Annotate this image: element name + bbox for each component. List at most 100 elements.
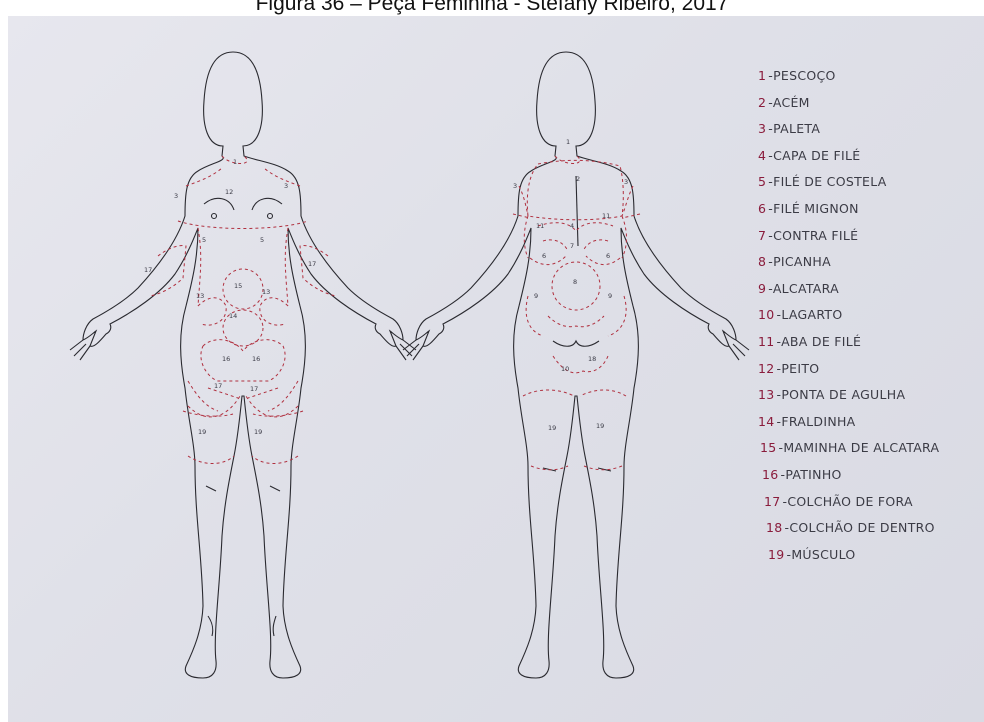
legend-number: 11	[758, 334, 775, 349]
front-label: 12	[225, 188, 233, 196]
back-label: 4	[570, 222, 574, 230]
front-label: 19	[198, 428, 206, 436]
legend-label: PEITO	[781, 361, 819, 376]
back-label: 6	[606, 252, 610, 260]
legend-label: LAGARTO	[781, 307, 842, 322]
legend-label: PESCOÇO	[773, 68, 836, 83]
legend-label: COLCHÃO DE FORA	[787, 494, 913, 509]
legend-number: 3	[758, 121, 766, 136]
legend-item: 6-FILÉ MIGNON	[758, 201, 859, 216]
legend-number: 18	[766, 520, 783, 535]
legend-item: 17-COLCHÃO DE FORA	[764, 494, 913, 509]
legend-number: 8	[758, 254, 766, 269]
legend-item: 9-ALCATARA	[758, 281, 839, 296]
front-label: 3	[284, 182, 288, 190]
front-label: 14	[229, 312, 237, 320]
back-label: 19	[548, 424, 556, 432]
legend-label: ABA DE FILÉ	[781, 334, 861, 349]
back-label: 9	[534, 292, 538, 300]
legend-number: 14	[758, 414, 775, 429]
legend-number: 16	[762, 467, 779, 482]
legend-label: PATINHO	[785, 467, 841, 482]
front-outline	[83, 52, 403, 678]
front-cut-lines	[150, 156, 336, 464]
front-figure	[70, 52, 416, 678]
legend-item: 5-FILÉ DE COSTELA	[758, 174, 887, 189]
legend-label: FILÉ MIGNON	[773, 201, 859, 216]
legend-number: 19	[768, 547, 785, 562]
front-label: 5	[202, 236, 206, 244]
front-label: 3	[174, 192, 178, 200]
front-label: 17	[144, 266, 152, 274]
legend-item: 19-MÚSCULO	[768, 547, 856, 562]
legend-item: 3-PALETA	[758, 121, 820, 136]
legend-number: 15	[760, 440, 777, 455]
legend-number: 7	[758, 228, 766, 243]
back-labels: 1 3 2 3 11 4 11 6 6 7 9 8 9 10 18 19 19	[513, 138, 628, 432]
back-label: 9	[608, 292, 612, 300]
legend-item: 16-PATINHO	[762, 467, 842, 482]
front-label: 15	[234, 282, 242, 290]
legend-label: FRALDINHA	[781, 414, 855, 429]
legend-item: 8-PICANHA	[758, 254, 831, 269]
back-label: 18	[588, 355, 596, 363]
body-figures: 1 3 3 12 5 5 17 17 15 13 13 14 16 16 17 …	[8, 16, 984, 722]
legend-number: 9	[758, 281, 766, 296]
back-label: 3	[513, 182, 517, 190]
legend-number: 17	[764, 494, 781, 509]
legend-number: 1	[758, 68, 766, 83]
back-label: 8	[573, 278, 577, 286]
legend-number: 12	[758, 361, 775, 376]
legend-item: 18-COLCHÃO DE DENTRO	[766, 520, 935, 535]
front-label: 19	[254, 428, 262, 436]
front-label: 16	[252, 355, 260, 363]
legend-label: ALCATARA	[773, 281, 839, 296]
legend-item: 13-PONTA DE AGULHA	[758, 387, 905, 402]
legend-number: 10	[758, 307, 775, 322]
legend-item: 11-ABA DE FILÉ	[758, 334, 861, 349]
legend-label: CAPA DE FILÉ	[773, 148, 860, 163]
legend-item: 15-MAMINHA DE ALCATARA	[760, 440, 939, 455]
drawing-sheet: 1 3 3 12 5 5 17 17 15 13 13 14 16 16 17 …	[8, 16, 984, 722]
back-label: 10	[561, 365, 569, 373]
front-labels: 1 3 3 12 5 5 17 17 15 13 13 14 16 16 17 …	[144, 158, 316, 436]
legend-item: 7-CONTRA FILÉ	[758, 228, 858, 243]
legend-label: MÚSCULO	[791, 547, 855, 562]
back-label: 1	[566, 138, 570, 146]
front-label: 13	[196, 292, 204, 300]
legend-label: FILÉ DE COSTELA	[773, 174, 887, 189]
legend-item: 4-CAPA DE FILÉ	[758, 148, 860, 163]
back-label: 6	[542, 252, 546, 260]
legend-label: COLCHÃO DE DENTRO	[789, 520, 934, 535]
back-outline	[416, 52, 736, 678]
back-label: 7	[570, 242, 574, 250]
back-label: 19	[596, 422, 604, 430]
legend-item: 1-PESCOÇO	[758, 68, 836, 83]
legend-label: MAMINHA DE ALCATARA	[783, 440, 939, 455]
legend-item: 12-PEITO	[758, 361, 819, 376]
legend-number: 13	[758, 387, 775, 402]
front-label: 13	[262, 288, 270, 296]
front-label: 17	[250, 385, 258, 393]
back-label: 3	[624, 178, 628, 186]
legend-label: PALETA	[773, 121, 820, 136]
legend-number: 2	[758, 95, 766, 110]
legend-label: ACÉM	[773, 95, 810, 110]
front-label: 5	[260, 236, 264, 244]
back-label: 2	[576, 175, 580, 183]
figure-caption: Figura 36 – Peça Feminina - Stefany Ribe…	[0, 0, 984, 16]
legend-item: 10-LAGARTO	[758, 307, 843, 322]
back-label: 11	[536, 222, 544, 230]
legend-item: 2-ACÉM	[758, 95, 810, 110]
back-label: 11	[602, 212, 610, 220]
legend-item: 14-FRALDINHA	[758, 414, 856, 429]
front-label: 17	[214, 382, 222, 390]
legend-number: 6	[758, 201, 766, 216]
legend-number: 4	[758, 148, 766, 163]
legend-label: PICANHA	[773, 254, 831, 269]
legend-label: CONTRA FILÉ	[773, 228, 858, 243]
front-label: 17	[308, 260, 316, 268]
legend-label: PONTA DE AGULHA	[781, 387, 905, 402]
back-figure	[403, 52, 749, 678]
front-label: 16	[222, 355, 230, 363]
